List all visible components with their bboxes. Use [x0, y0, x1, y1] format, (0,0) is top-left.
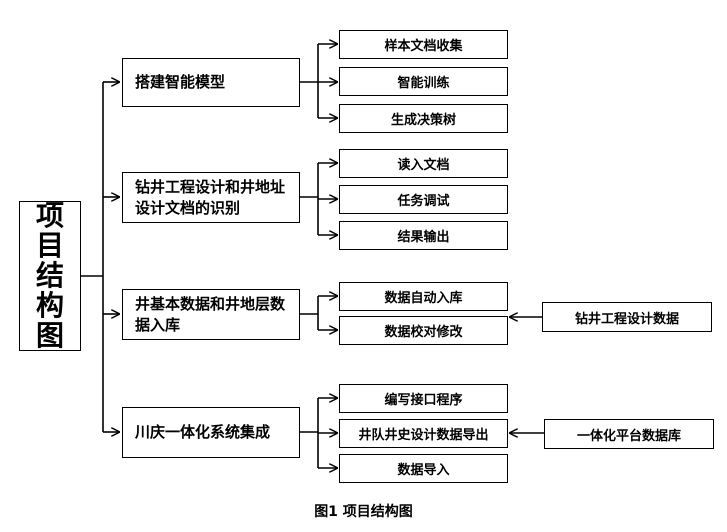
leaf-data-import: 数据导入 [339, 454, 508, 483]
source-drilling-design-data: 钻井工程设计数据 [542, 302, 712, 332]
branch-system-integration: 川庆一体化系统集成 [122, 407, 300, 458]
branch-label: 井基本数据和井地层数据入库 [135, 294, 286, 334]
branch-label: 钻井工程设计和井地址设计文档的识别 [135, 177, 286, 217]
leaf-label: 数据校对修改 [384, 325, 463, 340]
leaf-sample-collection: 样本文档收集 [339, 30, 508, 59]
root-node: 项目结构图 [19, 201, 81, 351]
leaf-label: 任务调试 [397, 194, 450, 209]
source-label: 钻井工程设计数据 [574, 311, 679, 327]
leaf-read-doc: 读入文档 [339, 149, 508, 178]
leaf-label: 样本文档收集 [384, 39, 463, 54]
leaf-label: 井队井史设计数据导出 [358, 428, 489, 443]
branch-build-model: 搭建智能模型 [122, 58, 300, 107]
leaf-label: 智能训练 [397, 76, 450, 91]
leaf-label: 数据自动入库 [384, 291, 463, 306]
leaf-interface-program: 编写接口程序 [339, 384, 508, 413]
source-label: 一体化平台数据库 [576, 428, 681, 444]
leaf-history-export: 井队井史设计数据导出 [339, 419, 508, 448]
leaf-label: 读入文档 [397, 158, 450, 173]
leaf-verify-edit: 数据校对修改 [339, 316, 508, 345]
root-label: 项目结构图 [35, 199, 64, 352]
leaf-task-debug: 任务调试 [339, 185, 508, 214]
branch-label: 搭建智能模型 [135, 73, 226, 91]
leaf-result-output: 结果输出 [339, 221, 508, 250]
leaf-decision-tree: 生成决策树 [339, 104, 508, 133]
figure-caption: 图1 项目结构图 [314, 504, 413, 520]
leaf-label: 数据导入 [397, 463, 450, 478]
leaf-label: 编写接口程序 [384, 393, 463, 408]
leaf-label: 生成决策树 [390, 113, 456, 128]
source-platform-database: 一体化平台数据库 [544, 419, 714, 449]
leaf-auto-import: 数据自动入库 [339, 282, 508, 311]
branch-label: 川庆一体化系统集成 [135, 423, 271, 441]
leaf-smart-training: 智能训练 [339, 67, 508, 96]
leaf-label: 结果输出 [397, 230, 450, 245]
branch-document-recognition: 钻井工程设计和井地址设计文档的识别 [122, 172, 300, 223]
branch-data-import: 井基本数据和井地层数据入库 [122, 289, 300, 340]
